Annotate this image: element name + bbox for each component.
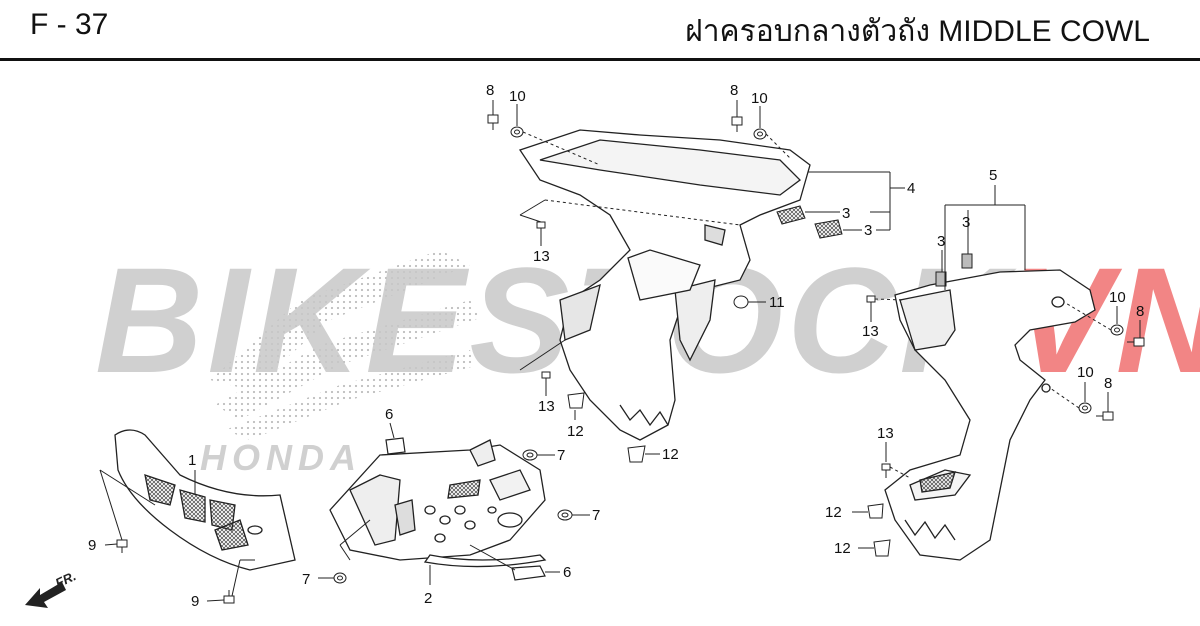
washer-10-c [1110,324,1124,336]
callout-12: 12 [825,504,842,521]
callout-6: 6 [385,406,393,423]
callout-10: 10 [1109,289,1126,306]
bolt-8-d [1096,411,1114,421]
callout-9: 9 [191,593,199,610]
callout-10: 10 [1077,364,1094,381]
part-1-front-cover [114,429,296,571]
callout-7: 7 [302,571,310,588]
callout-labels: 8 10 8 10 4 3 3 13 11 13 12 12 5 3 3 13 … [88,82,1144,610]
clip-12-b [627,445,646,463]
header-divider [0,58,1200,61]
clip-12-a [567,392,585,409]
screw-9-b [223,590,235,604]
callout-8: 8 [1136,303,1144,320]
washer-10-b [753,128,767,140]
part-6-clip-bottom [511,565,546,581]
rubber-pad-3-c [935,271,947,287]
nut-11 [733,295,749,309]
callout-8: 8 [486,82,494,99]
callout-3: 3 [864,222,872,239]
page-code: F - 37 [30,8,109,41]
callout-12: 12 [567,423,584,440]
leader-lines-2-6-7 [318,422,590,585]
screw-13-d [881,463,891,478]
rubber-pad-3-d [961,253,973,269]
callout-7: 7 [592,507,600,524]
callout-13: 13 [538,398,555,415]
callout-12: 12 [834,540,851,557]
clip-12-c [867,503,884,519]
bolt-8-a [487,114,499,130]
leader-lines-1-9 [99,469,255,602]
honda-wing-watermark [210,250,480,440]
callout-1: 1 [188,452,196,469]
washer-10-a [510,126,524,138]
part-6-clip-top [385,437,406,455]
callout-9: 9 [88,537,96,554]
part-5-right-middle-cowl [884,269,1096,561]
callout-13: 13 [862,323,879,340]
clip-12-d [873,539,891,557]
callout-3: 3 [937,233,945,250]
callout-3: 3 [962,214,970,231]
leader-lines-4 [492,100,905,455]
callout-5: 5 [989,167,997,184]
screw-13-a [536,221,546,236]
callout-13: 13 [533,248,550,265]
callout-2: 2 [424,590,432,607]
rubber-pad-3-a [776,205,806,225]
grommet-7-c [333,572,347,584]
rubber-pad-3-b [814,219,843,239]
bolt-8-c [1127,337,1145,347]
washer-10-d [1078,402,1092,414]
grommet-7-a [522,449,538,461]
callout-13: 13 [877,425,894,442]
leader-lines-5 [852,185,1141,549]
page-title: ฝาครอบกลางตัวถัง MIDDLE COWL [685,15,1150,48]
callout-8: 8 [730,82,738,99]
callout-10: 10 [751,90,768,107]
callout-3: 3 [842,205,850,222]
front-direction-label: FR. [53,568,78,590]
part-4-left-middle-cowl [518,129,811,441]
callout-8: 8 [1104,375,1112,392]
callout-10: 10 [509,88,526,105]
part-2-under-cover [329,439,547,568]
honda-watermark-text: HONDA [200,437,362,478]
page-header: F - 37 ฝาครอบกลางตัวถัง MIDDLE COWL [0,0,1200,58]
callout-12: 12 [662,446,679,463]
callout-4: 4 [907,180,915,197]
screw-13-b [541,371,551,386]
callout-11: 11 [769,294,785,311]
watermark-text-gray: BIKESTOCK [95,236,1017,404]
callout-6: 6 [563,564,571,581]
screw-9-a [116,539,128,553]
front-direction-arrow-icon [25,582,66,608]
grommet-7-b [557,509,573,521]
bolt-8-b [731,116,743,132]
callout-7: 7 [557,447,565,464]
